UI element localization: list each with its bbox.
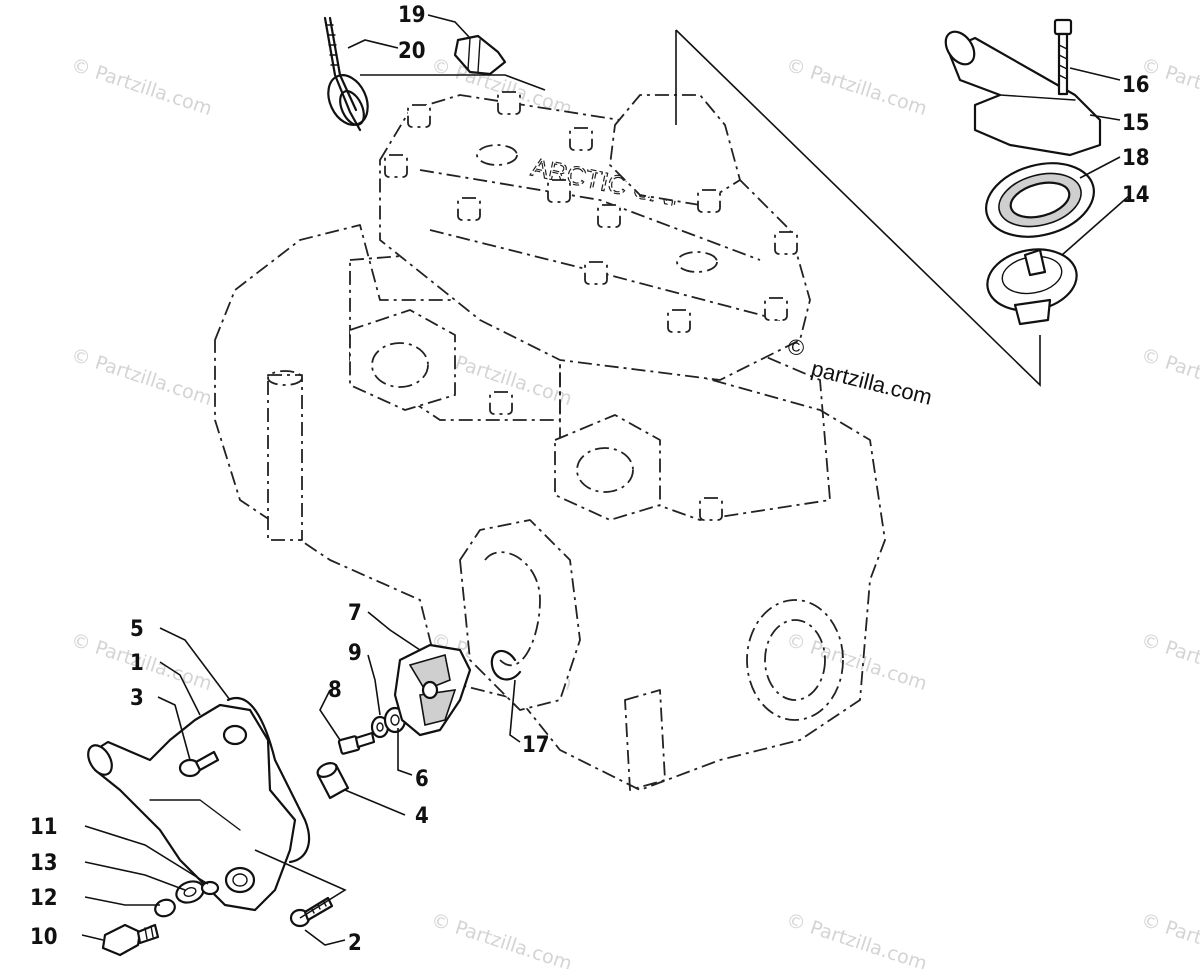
leader-line [84, 825, 209, 885]
leader-line [675, 29, 1041, 387]
leader-line [159, 627, 231, 701]
callout-10[interactable]: 10 [30, 925, 58, 950]
leader-line [81, 934, 104, 941]
part-5-o-ring [226, 697, 311, 864]
leader-line [367, 611, 421, 651]
part-14-thermostat [986, 248, 1078, 326]
callout-7[interactable]: 7 [348, 601, 362, 626]
watermark: © Partzilla.com [1138, 629, 1200, 695]
callout-6[interactable]: 6 [415, 767, 429, 792]
leader-line [254, 849, 347, 919]
leader-line [344, 789, 406, 816]
part-4-spacer [316, 762, 350, 800]
callout-11[interactable]: 11 [30, 815, 58, 840]
callout-3[interactable]: 3 [130, 686, 144, 711]
part-7-impeller [393, 643, 472, 737]
watermark: © Partzilla.com [428, 909, 574, 969]
engine-block: ARCTIC CAT [214, 91, 886, 791]
copyright-mark: © [788, 335, 804, 360]
callout-8[interactable]: 8 [328, 678, 342, 703]
callout-1[interactable]: 1 [130, 651, 144, 676]
leader-line [367, 654, 381, 716]
part-20-wire-tie [323, 16, 369, 132]
watermark: © Partzilla.com [68, 344, 214, 410]
callout-15[interactable]: 15 [1122, 111, 1150, 136]
leader-line [347, 39, 399, 49]
callout-2[interactable]: 2 [348, 931, 362, 956]
leader-line [1079, 156, 1121, 179]
watermark: © Partzilla.com [783, 54, 929, 120]
callout-14[interactable]: 14 [1122, 183, 1150, 208]
callout-16[interactable]: 16 [1122, 73, 1150, 98]
leader-line [304, 929, 346, 946]
part-17-circlip [490, 649, 522, 681]
callout-9[interactable]: 9 [348, 641, 362, 666]
callout-4[interactable]: 4 [415, 804, 429, 829]
leader-line [159, 661, 201, 716]
leader-line [427, 14, 471, 39]
callout-5[interactable]: 5 [130, 617, 144, 642]
leader-line [397, 728, 413, 776]
watermark: © Partzilla.com [783, 629, 929, 695]
callout-18[interactable]: 18 [1122, 146, 1150, 171]
callout-17[interactable]: 17 [522, 733, 550, 758]
site-watermark: © partzilla.com [788, 335, 935, 410]
callout-20[interactable]: 20 [398, 39, 426, 64]
leader-line [84, 861, 186, 891]
part-8-bolt [337, 731, 376, 755]
site-label: partzilla.com [809, 356, 935, 410]
part-16-bolt [1053, 18, 1073, 96]
callout-13[interactable]: 13 [30, 851, 58, 876]
callout-19[interactable]: 19 [398, 3, 426, 28]
part-19-fitting [453, 34, 507, 76]
watermark: © Partzilla.com [783, 909, 929, 969]
leader-line [360, 74, 546, 91]
part-10-drain-screw [101, 923, 160, 957]
part-9-washer [370, 715, 390, 739]
watermark: © Partzilla.com [68, 54, 214, 120]
part-11-o-ring [200, 880, 220, 896]
leader-line [319, 689, 341, 741]
part-12-washer [154, 898, 176, 918]
leader-line [509, 679, 521, 743]
part-2-screw [289, 896, 334, 928]
part-3-screw [178, 750, 220, 778]
part-18-gasket [985, 162, 1095, 238]
head-bolts [384, 91, 798, 521]
part-15-thermostat-housing [944, 30, 1102, 157]
part-1-pump-cover [87, 703, 297, 912]
leader-line [1069, 67, 1121, 81]
leader-line [84, 896, 160, 906]
callout-12[interactable]: 12 [30, 886, 58, 911]
leader-line [157, 696, 191, 761]
leader-line [1061, 194, 1131, 256]
leader-line [1089, 114, 1121, 121]
watermark: © Partzilla.com [1138, 344, 1200, 410]
watermark: © Partzilla.com [1138, 909, 1200, 969]
